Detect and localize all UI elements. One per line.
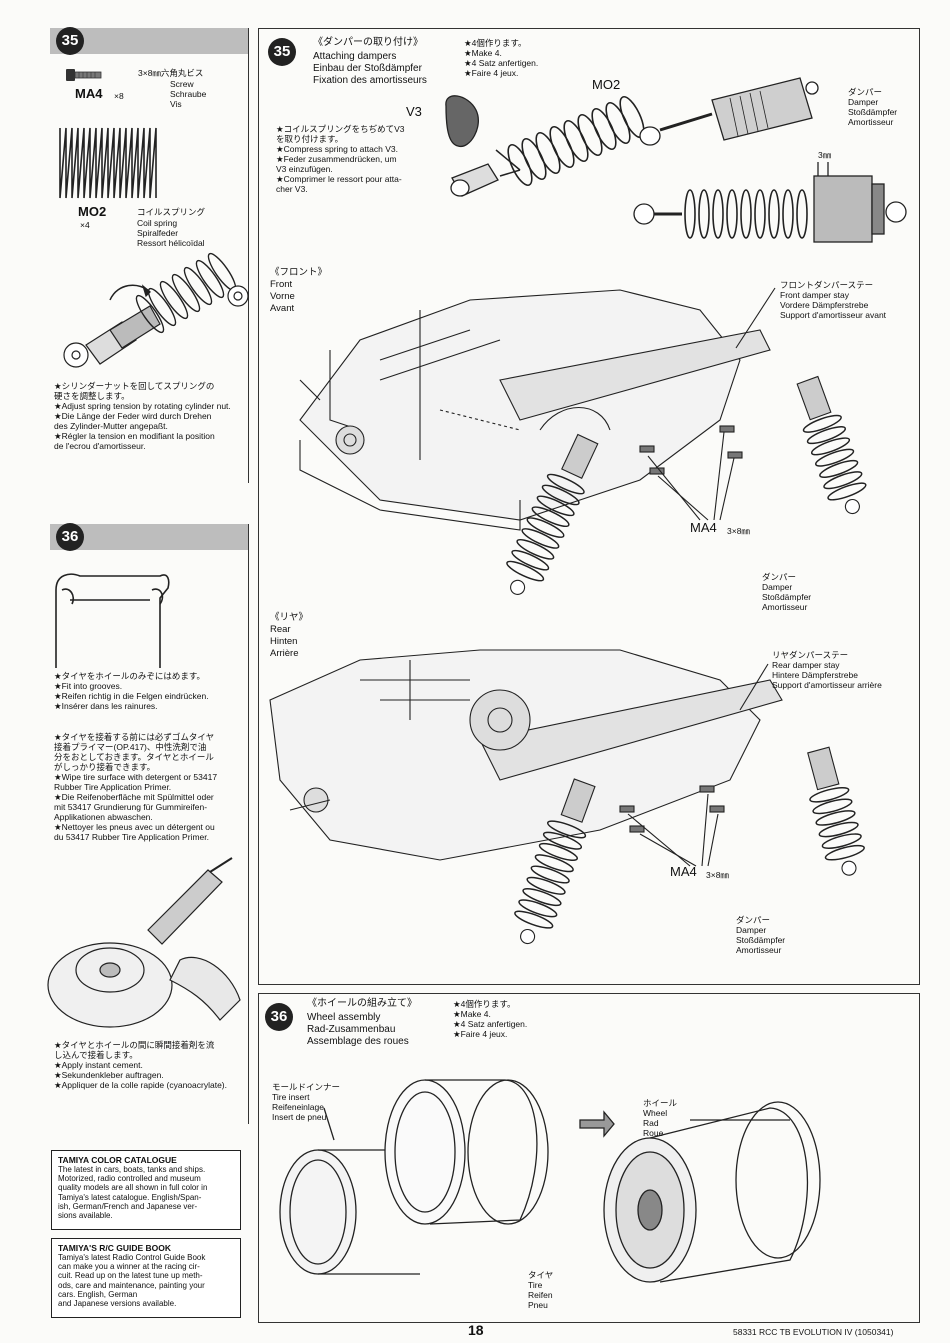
compress-spring-note: ★コイルスプリングをちぢめてV3 を取り付けます。 ★Compress spri…: [276, 124, 405, 194]
wheel-label: ホイール Wheel Rad Roue: [643, 1098, 678, 1138]
v3-label: V3: [406, 104, 422, 119]
rear-damper-stay-label: リヤダンパーステー Rear damper stay Hintere Dämpf…: [772, 650, 882, 690]
left-column-frame-2: [47, 524, 249, 1124]
step35-badge: 35: [56, 27, 84, 55]
footer-reference: 58331 RCC TB EVOLUTION IV (1050341): [733, 1327, 894, 1337]
gap-3mm-label: 3㎜: [818, 150, 832, 160]
spring-qty: ×4: [80, 220, 90, 230]
catalogue-title: TAMIYA COLOR CATALOGUE: [58, 1155, 177, 1165]
spring-name-fr: Ressort hélicoïdal: [137, 238, 205, 248]
page-number: 18: [468, 1322, 484, 1338]
spring-name-de: Spiralfeder: [137, 228, 179, 238]
screw-name-en: Screw: [170, 79, 194, 89]
step35-title-de: Einbau der Stoßdämpfer: [313, 63, 422, 74]
screw-name-fr: Vis: [170, 99, 182, 109]
guide-box: TAMIYA'S R/C GUIDE BOOK Tamiya's latest …: [51, 1238, 241, 1318]
step36-title-en: Wheel assembly: [307, 1012, 381, 1023]
front-ma4-label: MA4: [690, 520, 717, 535]
left-column-frame: [47, 28, 249, 483]
step36-title-de: Rad-Zusammenbau: [307, 1024, 396, 1035]
step36-main-badge: 36: [265, 1003, 293, 1031]
step36-frame: [258, 993, 920, 1323]
tire-insert-label: モールドインナー Tire insert Reifeneinlage Inser…: [272, 1082, 341, 1122]
front-damper-stay-label: フロントダンパーステー Front damper stay Vordere Dä…: [780, 280, 887, 320]
screw-code: MA4: [75, 86, 103, 101]
rear-ma4-size: 3×8㎜: [706, 870, 729, 880]
step36-badge: 36: [56, 523, 84, 551]
spring-code: MO2: [78, 204, 107, 219]
step35-main-badge: 35: [268, 38, 296, 66]
screw-qty: ×8: [114, 91, 124, 101]
step35-frame: [258, 28, 920, 985]
guide-title: TAMIYA'S R/C GUIDE BOOK: [58, 1243, 172, 1253]
catalogue-box: TAMIYA COLOR CATALOGUE The latest in car…: [51, 1150, 241, 1230]
rear-damper-label: ダンパー Damper Stoßdämpfer Amortisseur: [736, 915, 786, 955]
damper-label-top: ダンパー Damper Stoßdämpfer Amortisseur: [848, 87, 898, 127]
spring-label-jp: コイルスプリング: [137, 207, 206, 217]
step36-title-jp: 《ホイールの組み立て》: [307, 998, 417, 1009]
step35-make-note: ★4個作ります。 ★Make 4. ★4 Satz anfertigen. ★F…: [464, 38, 539, 78]
wipe-tire-note: ★タイヤを接着する前には必ずゴムタイヤ 接着プライマー(OP.417)、中性洗剤…: [54, 732, 218, 842]
screw-name-de: Schraube: [170, 89, 207, 99]
spring-name-en: Coil spring: [137, 218, 178, 228]
front-damper-label: ダンパー Damper Stoßdämpfer Amortisseur: [762, 572, 812, 612]
spring-tension-note: ★シリンダーナットを回してスプリングの 硬さを調整します。 ★Adjust sp…: [54, 381, 231, 451]
mo2-label: MO2: [592, 77, 621, 92]
fit-grooves-note: ★タイヤをホイールのみぞにはめます。 ★Fit into grooves. ★R…: [54, 671, 209, 711]
step36-make-note: ★4個作ります。 ★Make 4. ★4 Satz anfertigen. ★F…: [453, 999, 528, 1039]
rear-label: 《リヤ》 Rear Hinten Arrière: [270, 612, 309, 659]
step35-title-en: Attaching dampers: [313, 51, 397, 62]
front-label: 《フロント》 Front Vorne Avant: [270, 267, 328, 314]
tire-label: タイヤ Tire Reifen Pneu: [528, 1270, 554, 1310]
step35-title-fr: Fixation des amortisseurs: [313, 75, 427, 86]
step36-title-fr: Assemblage des roues: [307, 1036, 409, 1047]
rear-ma4-label: MA4: [670, 864, 697, 879]
front-ma4-size: 3×8㎜: [727, 526, 750, 536]
instant-cement-note: ★タイヤとホイールの間に瞬間接着剤を流 し込んで接着します。 ★Apply in…: [54, 1040, 227, 1090]
screw-label-jp: 3×8㎜六角丸ビス: [138, 68, 204, 78]
step35-title-jp: 《ダンパーの取り付け》: [313, 37, 423, 48]
